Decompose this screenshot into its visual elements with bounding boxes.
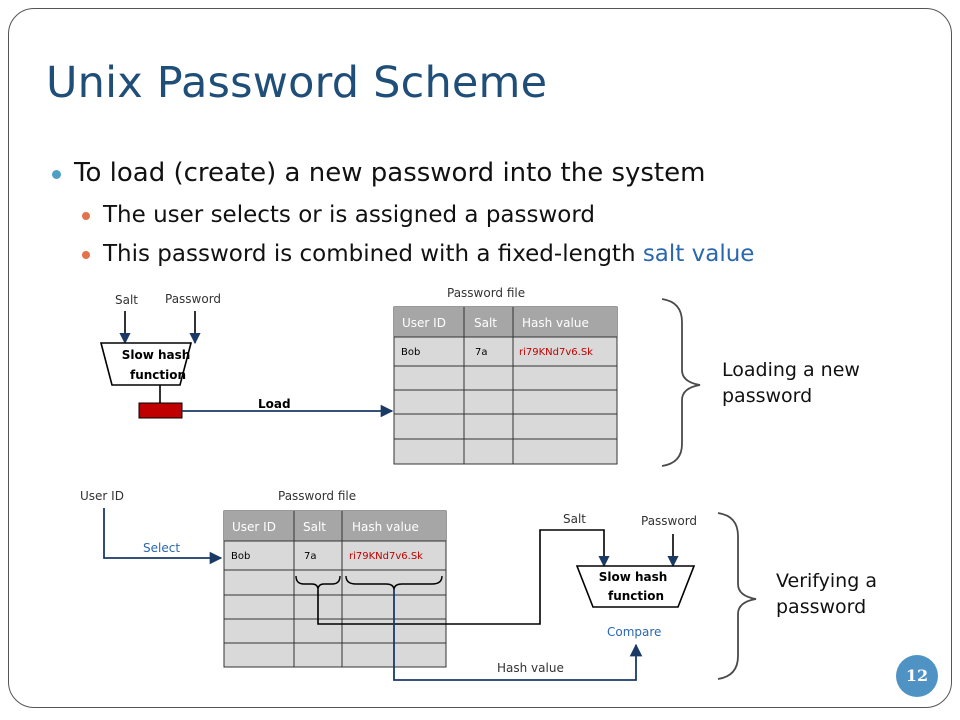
verify-userid-label: User ID	[80, 489, 124, 503]
compare-label: Compare	[607, 625, 661, 639]
bullet-sub-1-text: The user selects or is assigned a passwo…	[103, 202, 596, 228]
load-salt-label: Salt	[115, 293, 138, 307]
verify-password-table	[223, 510, 447, 668]
load-password-label: Password	[165, 292, 221, 306]
loading-caption: Loading a new password	[722, 357, 860, 409]
bullet-dot-icon	[52, 170, 61, 179]
load-table-cell-salt: 7a	[475, 347, 488, 358]
verify-file-label: Password file	[278, 489, 356, 503]
verify-table-header-hash: Hash value	[352, 520, 419, 534]
verify-hash-function-line2: function	[608, 589, 664, 603]
bullet-dot-icon	[82, 212, 90, 220]
load-table-cell-hash: ri79KNd7v6.Sk	[519, 347, 593, 358]
load-hash-function-line2: function	[130, 368, 186, 382]
verify-hash-function-line1: Slow hash	[599, 570, 668, 584]
load-file-label: Password file	[447, 286, 525, 300]
verify-table-cell-user: Bob	[231, 551, 250, 562]
load-table-header-hash: Hash value	[522, 316, 589, 330]
loading-caption-line1: Loading a new	[722, 359, 860, 381]
verify-hash-route	[393, 590, 643, 681]
verifying-brace	[717, 512, 757, 680]
salt-value-highlight: salt value	[642, 241, 755, 267]
verify-hash-function-shape	[575, 565, 696, 608]
bullet-sub-2-text: This password is combined with a fixed-l…	[103, 241, 643, 267]
bullet-main-text: To load (create) a new password into the…	[74, 158, 706, 188]
loading-brace	[661, 298, 701, 467]
verifying-caption: Verifying a password	[776, 568, 877, 620]
load-password-table	[393, 306, 618, 465]
verify-password-label: Password	[641, 514, 697, 528]
bullet-sub-1: The user selects or is assigned a passwo…	[82, 202, 596, 228]
verifying-caption-line1: Verifying a	[776, 570, 877, 592]
load-hash-output-box	[138, 402, 183, 419]
load-hash-function-shape	[99, 342, 193, 386]
verify-table-header-salt: Salt	[303, 520, 326, 534]
verify-table-cell-hash: ri79KNd7v6.Sk	[349, 551, 423, 562]
load-table-header-userid: User ID	[402, 316, 446, 330]
hash-value-label: Hash value	[497, 661, 564, 675]
page-number-badge: 12	[896, 655, 938, 697]
slide-title: Unix Password Scheme	[46, 58, 548, 108]
bullet-main: To load (create) a new password into the…	[52, 158, 706, 188]
load-label: Load	[258, 397, 291, 411]
load-hash-function-line1: Slow hash	[122, 348, 191, 362]
verify-salt-label: Salt	[563, 512, 586, 526]
bullet-dot-icon	[82, 251, 90, 259]
verify-salt-route	[317, 529, 610, 625]
load-table-cell-user: Bob	[401, 347, 420, 358]
verify-table-header-userid: User ID	[232, 520, 276, 534]
select-label: Select	[143, 541, 180, 555]
load-table-header-salt: Salt	[474, 316, 497, 330]
verify-table-cell-salt: 7a	[304, 551, 317, 562]
select-arrow	[103, 508, 223, 565]
bullet-sub-2: This password is combined with a fixed-l…	[82, 241, 755, 267]
verifying-caption-line2: password	[776, 596, 867, 618]
loading-caption-line2: password	[722, 385, 813, 407]
